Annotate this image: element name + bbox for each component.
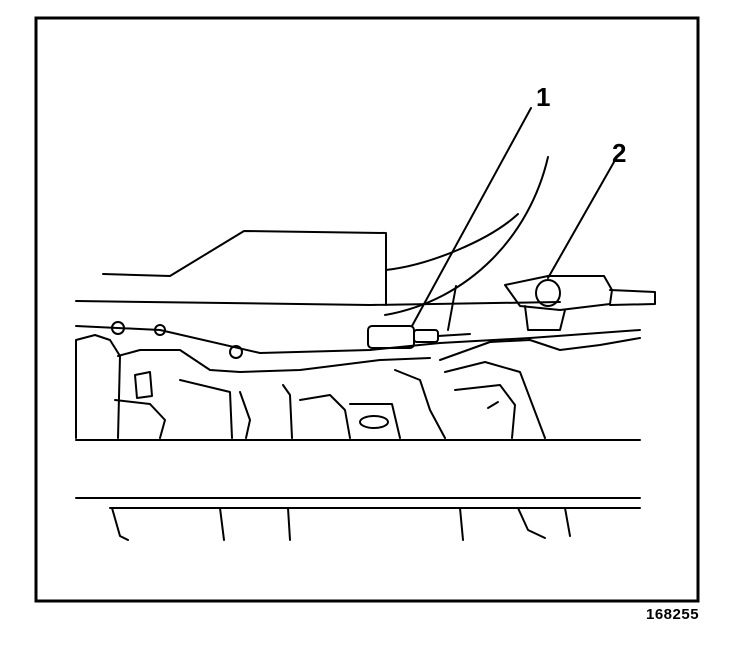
callout-2-label: 2 (612, 138, 626, 168)
housing-right-face (454, 384, 516, 439)
lower-detail-3 (287, 507, 291, 541)
component-1-tip (413, 329, 439, 343)
callout-2-leader (547, 161, 615, 279)
housing-mark (487, 401, 499, 409)
callout-1-label: 1 (536, 82, 550, 112)
component-2-port (535, 279, 561, 307)
figure-number: 168255 (646, 606, 700, 623)
bolt-left (111, 321, 125, 335)
harness-line (447, 285, 457, 331)
component-1-body (367, 325, 415, 349)
bolt-mid (154, 324, 166, 336)
lower-detail-4 (459, 507, 464, 541)
component-2-mount (524, 305, 566, 331)
component-2-body (504, 275, 613, 311)
engine-top-edge (75, 325, 641, 354)
connector-small (229, 345, 243, 359)
bracket (349, 403, 401, 439)
engine-block-detail-5 (282, 384, 293, 439)
lower-detail-6 (564, 507, 571, 537)
engine-illustration (75, 107, 656, 541)
engine-block-left (75, 334, 121, 439)
component-1-lead (437, 333, 471, 337)
housing-right (439, 337, 641, 361)
engine-block-mid (117, 349, 431, 373)
callout-1-leader (411, 107, 532, 327)
curved-hose-inner (385, 213, 519, 271)
engine-block-detail-6 (299, 394, 351, 439)
engine-block-detail-4 (239, 391, 251, 439)
curved-hose-outer (384, 156, 549, 316)
lower-detail-2 (219, 507, 225, 541)
engine-block-detail-1 (134, 371, 153, 399)
housing-right-inner (444, 361, 546, 439)
upper-cover-outline (102, 230, 387, 306)
lower-detail-1 (111, 507, 129, 541)
lower-detail-5 (517, 507, 546, 539)
center-block-detail (394, 369, 446, 439)
component-2-outlet (609, 289, 656, 306)
upper-horizontal-line (75, 300, 561, 306)
engine-block-detail-3 (179, 379, 233, 439)
engine-block-detail-2 (114, 399, 166, 439)
figure-border (34, 16, 700, 603)
bracket-hole (359, 415, 389, 429)
